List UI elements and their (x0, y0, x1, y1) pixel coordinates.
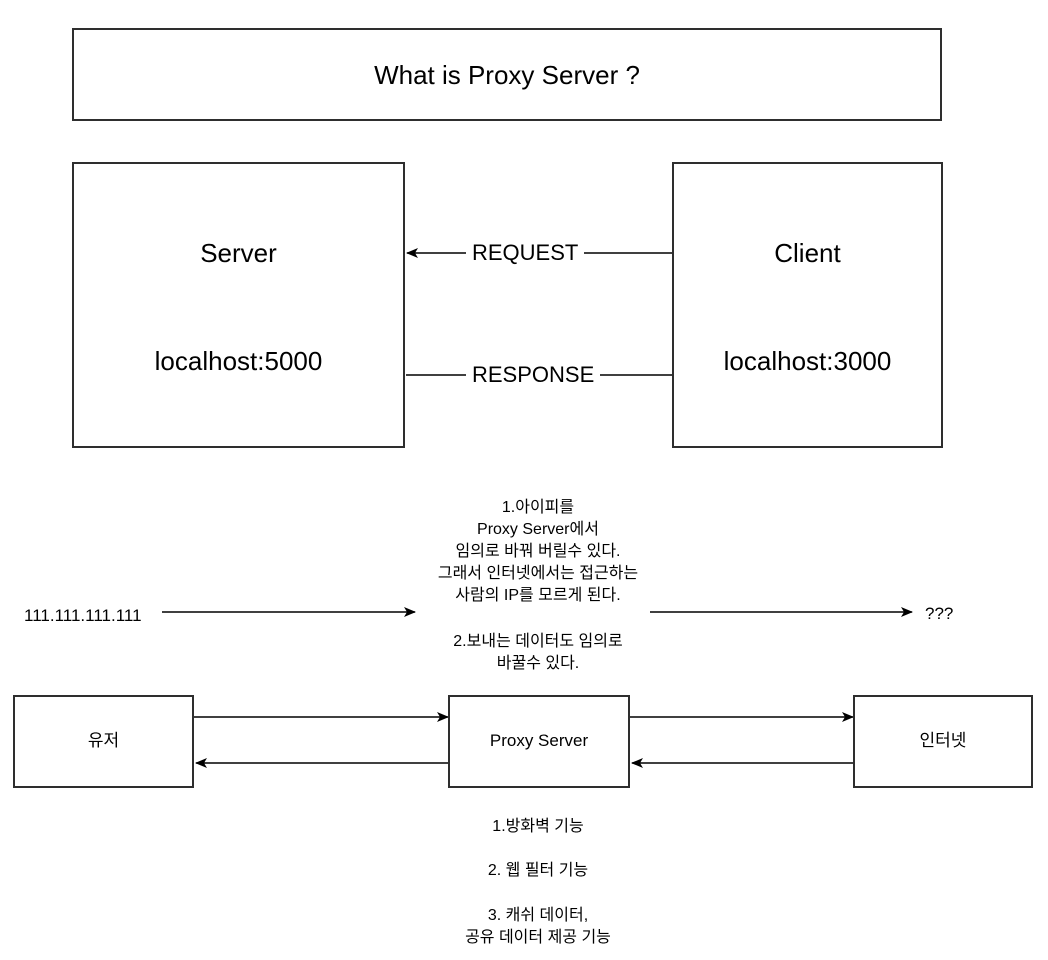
feature-item: 2. 웹 필터 기능 (487, 862, 589, 879)
title-box: What is Proxy Server ? (72, 28, 942, 121)
proxy-server-node: Proxy Server (448, 695, 630, 788)
proxy-server-node-label: Proxy Server (489, 731, 589, 750)
server-node: Server localhost:5000 (72, 162, 405, 448)
internet-node-label: 인터넷 (919, 731, 967, 750)
server-node-address: localhost:5000 (154, 346, 323, 376)
page-title: What is Proxy Server ? (374, 60, 640, 90)
client-node-address: localhost:3000 (723, 346, 892, 376)
unknown-ip-label: ??? (925, 604, 954, 623)
proxy-annotation-ip: 1.아이피를 Proxy Server에서 임의로 바꿔 버릴수 있다. 그래서… (437, 499, 639, 604)
client-node: Client localhost:3000 (672, 162, 943, 448)
request-label: REQUEST (466, 241, 585, 265)
client-node-title: Client (774, 238, 841, 268)
user-node: 유저 (13, 695, 194, 788)
response-label: RESPONSE (466, 363, 601, 387)
proxy-annotation-data: 2.보내는 데이터도 임의로 바꿀수 있다. (453, 633, 623, 672)
server-node-title: Server (200, 238, 277, 268)
source-ip-label: 111.111.111.111 (24, 606, 142, 625)
user-node-label: 유저 (87, 731, 120, 750)
feature-item: 3. 캐쉬 데이터, 공유 데이터 제공 기능 (465, 907, 611, 946)
internet-node: 인터넷 (853, 695, 1033, 788)
feature-item: 1.방화벽 기능 (492, 818, 584, 835)
